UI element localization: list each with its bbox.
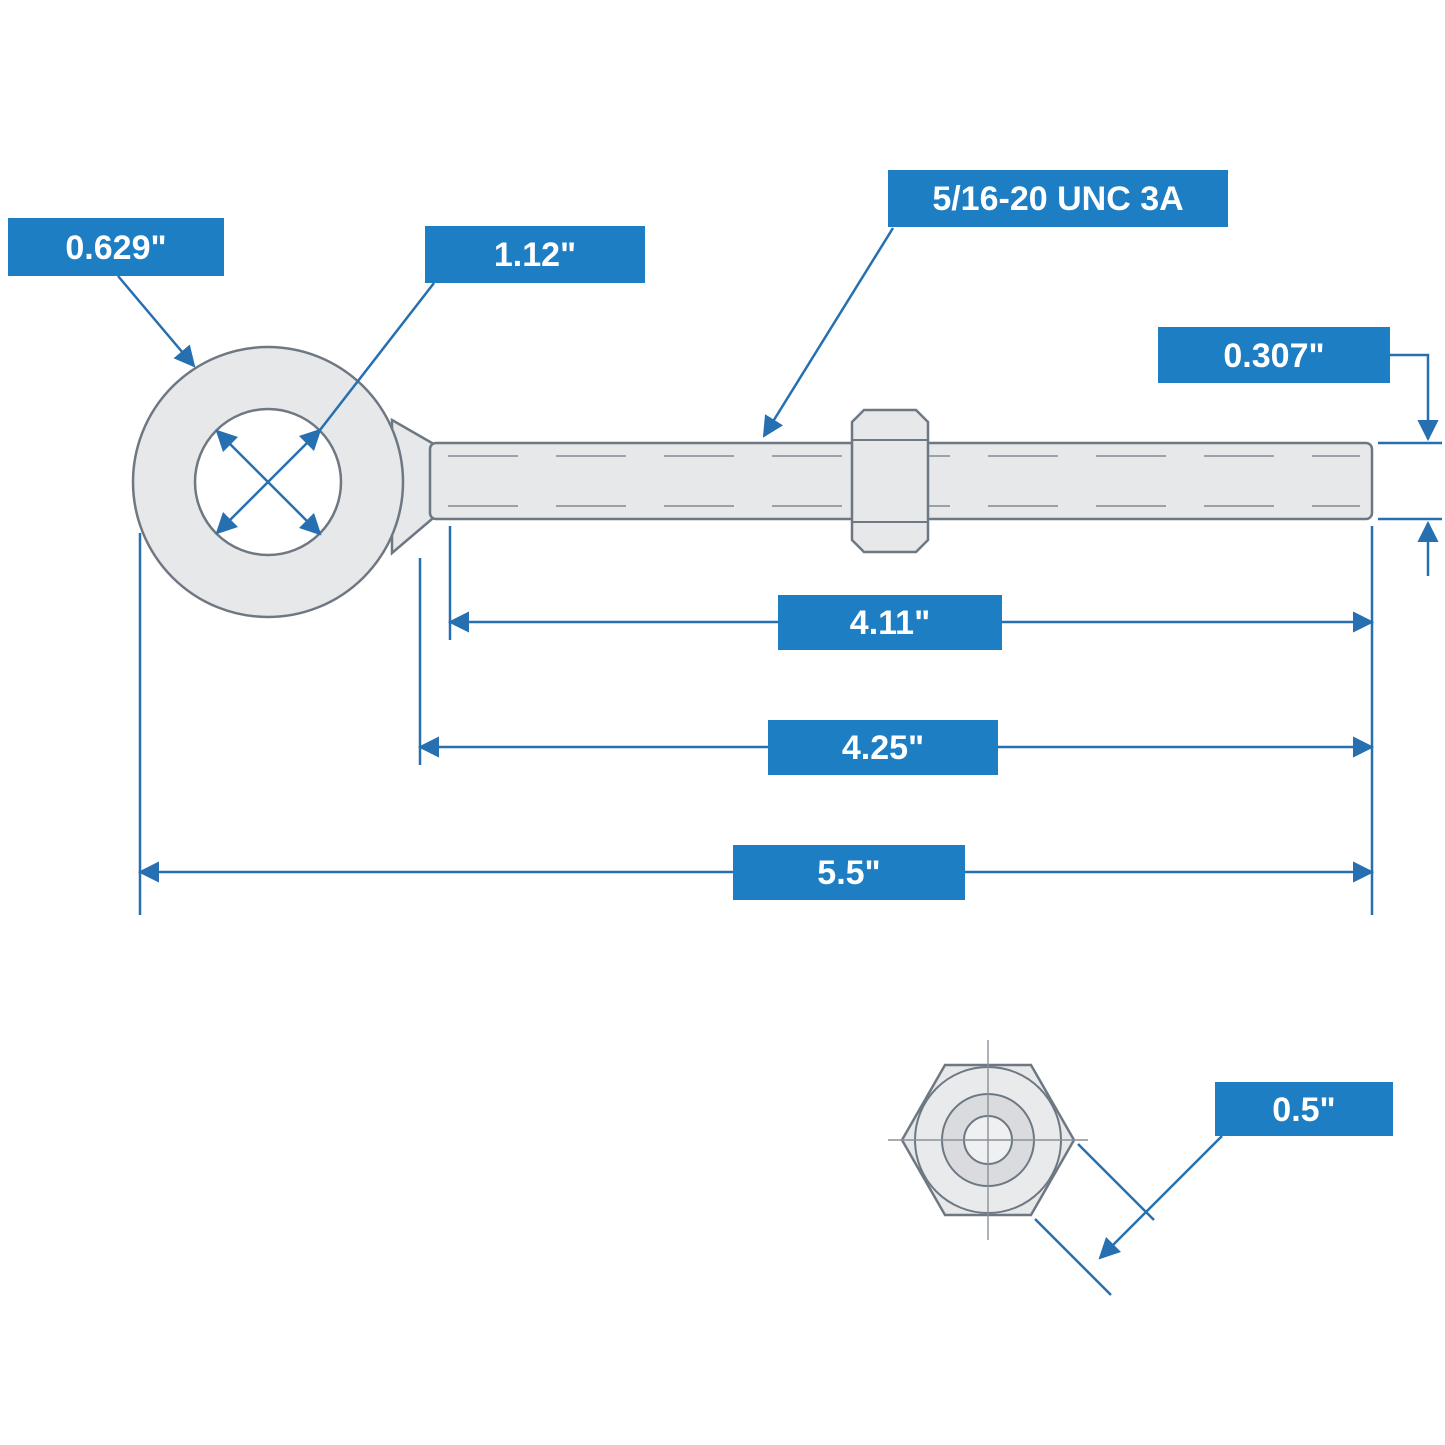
leader-line-eye-inner xyxy=(319,282,435,431)
dim-shank-length: 4.25" xyxy=(417,558,1375,775)
label-text-overall-length: 5.5" xyxy=(817,854,880,892)
leader-line-eye-section xyxy=(117,275,196,368)
dim-eye-section: 0.629" xyxy=(8,218,224,368)
label-text-thread-spec: 5/16-20 UNC 3A xyxy=(932,180,1183,218)
label-box-thread-length xyxy=(778,595,1002,650)
label-box-thread-spec xyxy=(888,170,1228,227)
eyebolt-side-view xyxy=(131,345,1374,619)
extension-line-nut-1 xyxy=(1077,1143,1155,1221)
extension-line-nut-2 xyxy=(1034,1218,1112,1296)
label-box-eye-section xyxy=(8,218,224,276)
dim-overall-length: 5.5" xyxy=(137,533,1375,915)
hex-nut-side xyxy=(850,408,930,554)
leader-line-thread-spec xyxy=(762,227,895,438)
label-text-thread-length: 4.11" xyxy=(850,604,930,642)
label-box-nut-size xyxy=(1215,1082,1393,1136)
dim-thread-length: 4.11" xyxy=(447,526,1375,650)
dim-shank-diameter: 0.307" xyxy=(1158,327,1442,576)
label-box-shank-length xyxy=(768,720,998,775)
label-box-shank-diameter xyxy=(1158,327,1390,383)
label-text-eye-inner: 1.12" xyxy=(494,236,576,274)
label-box-eye-inner xyxy=(425,226,645,283)
label-box-overall-length xyxy=(733,845,965,900)
dim-nut-size: 0.5" xyxy=(1034,1082,1393,1296)
diameter-arrow-2 xyxy=(215,429,322,536)
nut-end-view xyxy=(888,1040,1088,1240)
dim-eye-inner-diameter: 1.12" xyxy=(215,226,645,536)
label-text-shank-diameter: 0.307" xyxy=(1223,337,1324,375)
leader-arrow-shank-top xyxy=(1390,353,1439,442)
label-text-shank-length: 4.25" xyxy=(842,729,924,767)
dim-thread-spec: 5/16-20 UNC 3A xyxy=(762,170,1228,438)
label-text-nut-size: 0.5" xyxy=(1272,1091,1335,1129)
label-text-eye-section: 0.629" xyxy=(65,229,166,267)
leader-line-nut-size xyxy=(1098,1135,1223,1260)
